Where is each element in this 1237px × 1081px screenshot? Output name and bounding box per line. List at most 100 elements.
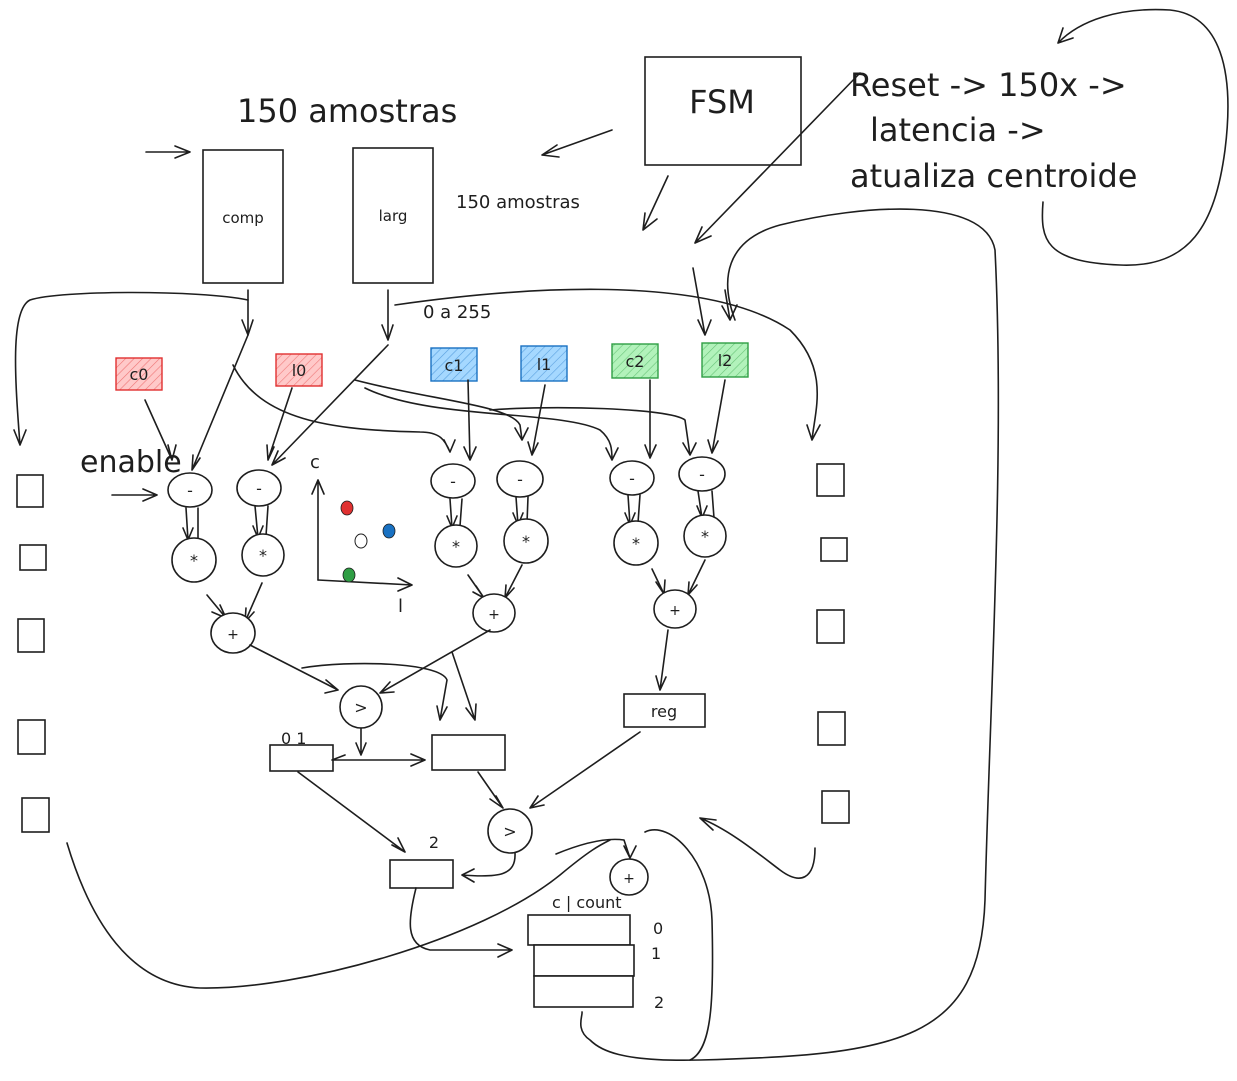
comparator-1: >: [487, 808, 533, 854]
comp-to-sub0: [191, 334, 249, 471]
sub4-to-mul4: [624, 494, 641, 526]
final-select-register: [389, 859, 454, 889]
svg-text:>: >: [354, 698, 367, 717]
centroid-c1: c1: [430, 347, 478, 382]
sub2-to-mul2: [446, 498, 463, 529]
reset-arrow: [694, 72, 861, 244]
fsm-to-memory-arrow: [541, 129, 613, 158]
fsm-to-c2-arrow: [692, 267, 712, 336]
amostras-title: 150 amostras: [237, 92, 457, 130]
mul4-to-add2: [651, 568, 666, 595]
reset-line-2: latencia ->: [870, 111, 1046, 149]
left-reg-3: [17, 719, 46, 755]
point-blue: [382, 523, 396, 539]
left-register-column: [16, 474, 50, 833]
svg-text:+: +: [623, 871, 635, 887]
count-adder: +: [609, 858, 649, 896]
left-reg-0: [16, 474, 44, 508]
left-column-to-counter: [66, 839, 611, 989]
adder-0: +: [210, 612, 256, 654]
svg-text:+: +: [669, 603, 681, 619]
right-reg-0: [816, 463, 845, 497]
svg-text:l2: l2: [718, 351, 733, 370]
multiplier-5: *: [683, 514, 727, 558]
svg-text:c0: c0: [130, 365, 149, 384]
table-header: c | count: [552, 893, 622, 912]
subtractor-0: -: [167, 472, 213, 508]
mul5-to-add2: [687, 559, 706, 596]
centroid-l2: l2: [701, 342, 749, 378]
larg-memory: [352, 147, 434, 284]
svg-text:*: *: [701, 527, 709, 546]
fsm-down-arrow: [642, 175, 669, 231]
svg-text:*: *: [190, 551, 198, 570]
svg-text:-: -: [629, 469, 635, 488]
larg-to-sub1: [271, 344, 389, 466]
reg-label: reg: [651, 702, 677, 721]
left-reg-4: [21, 797, 50, 833]
final-to-table: [409, 887, 513, 958]
table-index-1: 1: [651, 944, 661, 963]
right-feedback-loop: [579, 208, 1000, 1062]
centroid-c2: c2: [611, 343, 659, 379]
reset-line-3: atualiza centroide: [850, 157, 1137, 195]
fsm-box: [644, 56, 802, 166]
svg-text:-: -: [256, 479, 262, 498]
subtractor-5: -: [678, 456, 726, 492]
scatter-axis-l: l: [398, 596, 403, 617]
final-select-label: 2: [429, 833, 439, 852]
input-arrow: [145, 145, 191, 159]
svg-text:+: +: [488, 607, 500, 623]
larg-branch-l2: [489, 406, 697, 456]
cmp1-to-final: [461, 852, 516, 883]
mul3-to-add1: [504, 564, 523, 599]
mul1-to-add0: [244, 582, 263, 623]
mul2-to-add1: [467, 574, 485, 599]
sub0-to-mul0: [182, 507, 199, 541]
enable-label: enable: [80, 445, 182, 480]
comp-to-left-column: [13, 291, 249, 446]
counter-feedback: [555, 838, 637, 859]
centroid-l1: l1: [520, 345, 568, 382]
right-reg-1: [820, 537, 848, 562]
adder-1: +: [472, 593, 516, 633]
multiplier-2: *: [434, 524, 478, 568]
multiplier-3: *: [503, 518, 549, 564]
scatter-x-axis: [317, 577, 413, 592]
larg-out-line: [381, 289, 394, 341]
add2-to-reg: [655, 629, 669, 691]
sel-to-final: [297, 771, 406, 853]
centroid-c0: c0: [115, 357, 163, 391]
right-reg-2: [816, 609, 845, 644]
table-index-2: 2: [654, 993, 664, 1012]
l1-to-sub3: [527, 384, 546, 456]
comp-label: comp: [222, 209, 264, 227]
mini-scatter: c l: [310, 452, 413, 617]
right-reg-3: [817, 711, 846, 746]
adder-2: +: [653, 589, 697, 629]
feed-to-reg-mid: [301, 662, 448, 721]
subtractor-2: -: [430, 463, 476, 499]
table-index-0: 0: [653, 919, 663, 938]
svg-text:-: -: [450, 472, 456, 491]
select-register: [269, 744, 334, 772]
subtractor-1: -: [236, 469, 282, 507]
larg-label: larg: [379, 207, 408, 225]
sub3-to-mul3: [512, 496, 529, 526]
multiplier-0: *: [171, 537, 217, 583]
add1-to-cmp0: [379, 629, 491, 694]
scatter-y-axis: [311, 479, 325, 581]
svg-text:-: -: [699, 465, 705, 484]
svg-text:*: *: [522, 532, 530, 551]
c1-to-sub2: [463, 379, 477, 461]
sub1-to-mul1: [252, 505, 269, 539]
add0-to-cmp0: [249, 644, 339, 694]
reset-line-1: Reset -> 150x ->: [850, 66, 1127, 104]
count-table: [527, 914, 635, 1008]
right-register-column: [816, 463, 850, 824]
select-register-label: 0 1: [281, 729, 306, 748]
comp-memory: [202, 149, 284, 284]
reset-loop: [1041, 8, 1229, 266]
count-row-0: [527, 914, 631, 946]
reg-box: [623, 693, 706, 728]
